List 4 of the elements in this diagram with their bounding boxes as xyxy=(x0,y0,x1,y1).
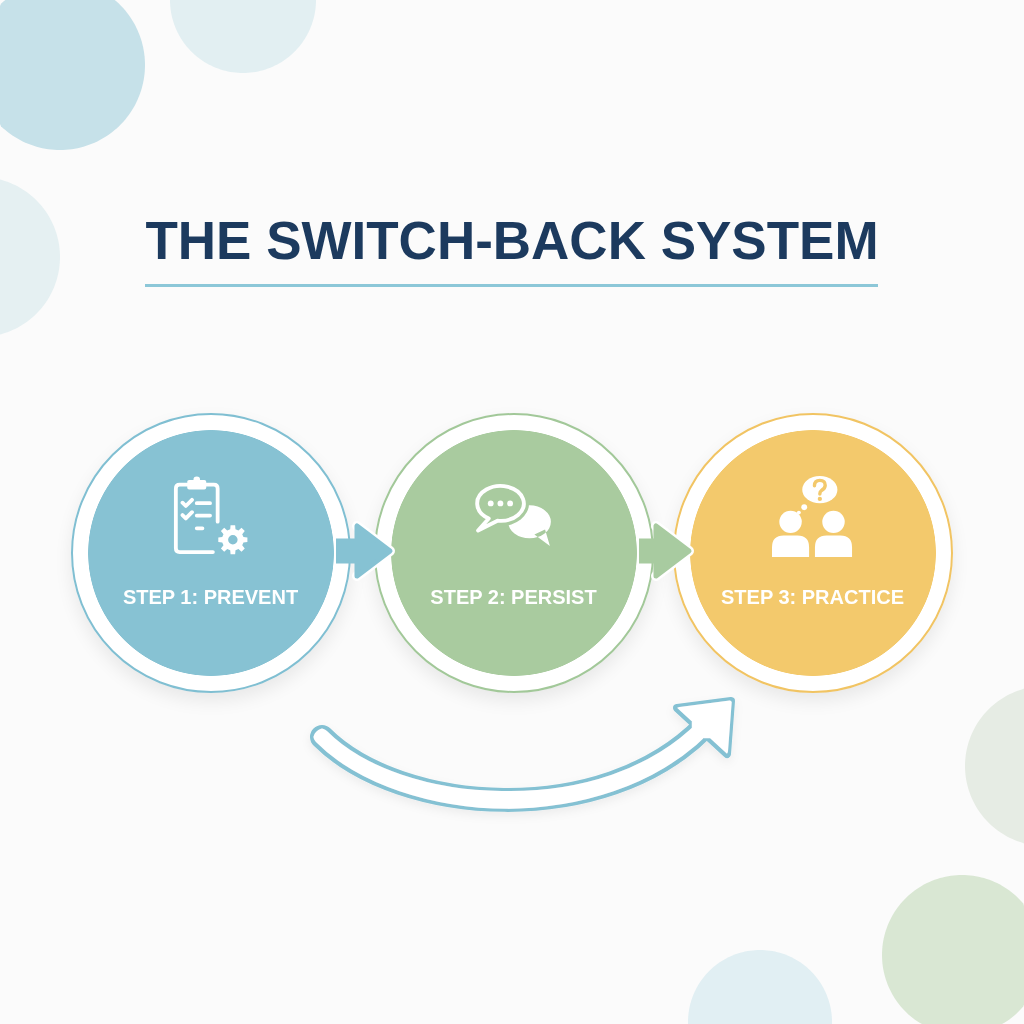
step-label: STEP 2: PERSIST xyxy=(430,584,597,609)
title: THE SWITCH-BACK SYSTEM xyxy=(145,211,879,271)
step-label: STEP 3: PRACTICE xyxy=(721,584,904,609)
step-label: STEP 1: PREVENT xyxy=(122,584,299,609)
